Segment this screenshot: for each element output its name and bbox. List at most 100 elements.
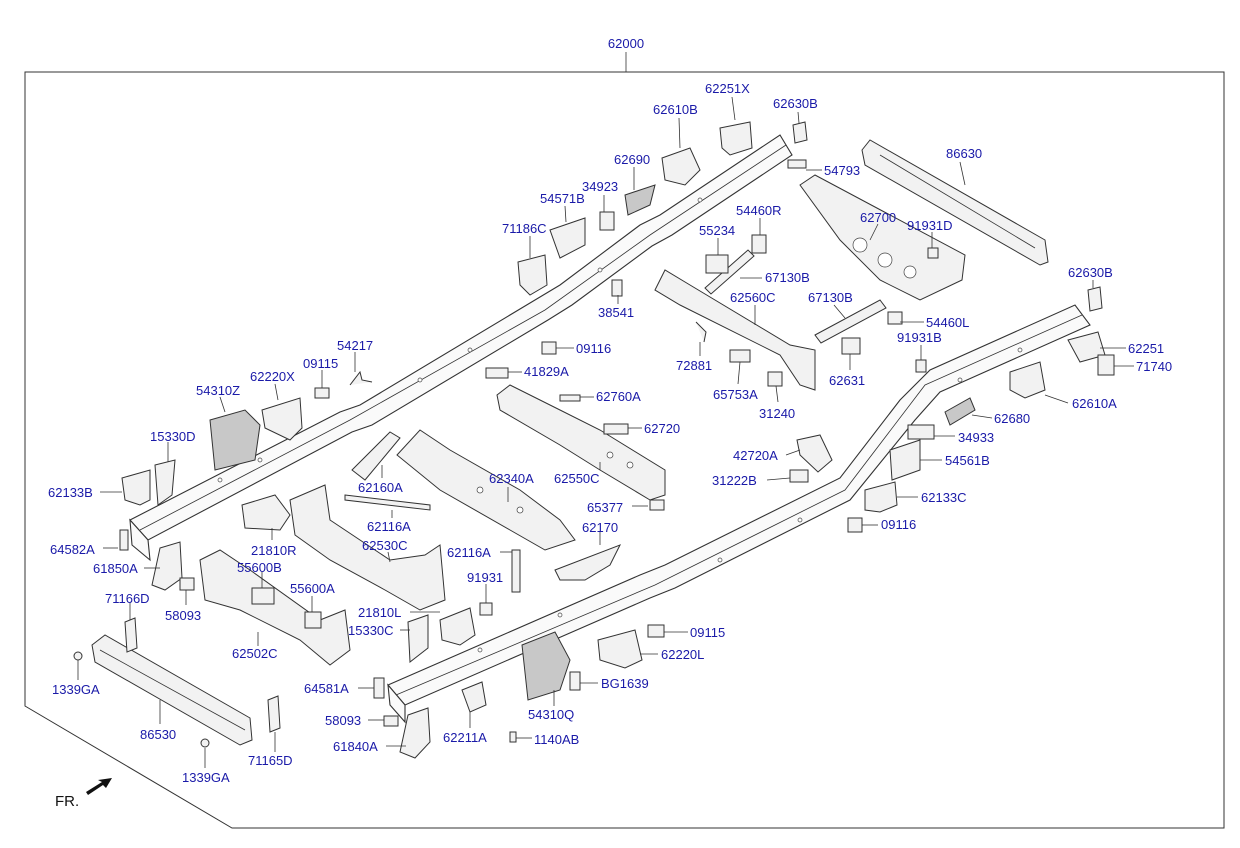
assembly-label[interactable]: 62000 <box>608 36 644 51</box>
part-label-72881[interactable]: 72881 <box>676 358 712 373</box>
part-label-91931[interactable]: 91931 <box>467 570 503 585</box>
part-label-54217[interactable]: 54217 <box>337 338 373 353</box>
crossmember-62530C <box>289 484 446 611</box>
part-label-55234[interactable]: 55234 <box>699 223 735 238</box>
bracket-42720A <box>796 434 833 473</box>
part-label-21810R[interactable]: 21810R <box>251 543 297 558</box>
bracket-62170 <box>554 544 622 581</box>
part-label-34933[interactable]: 34933 <box>958 430 994 445</box>
part-label-55600B[interactable]: 55600B <box>237 560 282 575</box>
part-label-62251[interactable]: 62251 <box>1128 341 1164 356</box>
part-label-86530[interactable]: 86530 <box>140 727 176 742</box>
part-label-58093[interactable]: 58093 <box>165 608 201 623</box>
crossmember-62700 <box>799 174 966 301</box>
part-label-41829A[interactable]: 41829A <box>524 364 569 379</box>
part-label-62116A-b[interactable]: 62116A <box>447 545 491 560</box>
front-arrow-icon <box>86 778 112 795</box>
part-label-62170[interactable]: 62170 <box>582 520 618 535</box>
part-label-55600A[interactable]: 55600A <box>290 581 335 596</box>
part-label-54310Z[interactable]: 54310Z <box>196 383 240 398</box>
part-label-61850A[interactable]: 61850A <box>93 561 138 576</box>
part-label-54460R[interactable]: 54460R <box>736 203 782 218</box>
part-label-62133C[interactable]: 62133C <box>921 490 967 505</box>
part-label-62560C[interactable]: 62560C <box>730 290 776 305</box>
part-label-71186C[interactable]: 71186C <box>502 221 547 236</box>
part-label-67130B-b[interactable]: 67130B <box>808 290 853 305</box>
crossmember-62550C <box>496 384 666 501</box>
tube-67130B-a <box>704 249 755 295</box>
part-label-31222B[interactable]: 31222B <box>712 473 757 488</box>
diagram-border <box>24 71 1225 829</box>
part-label-64582A[interactable]: 64582A <box>50 542 95 557</box>
part-label-62530C[interactable]: 62530C <box>362 538 408 553</box>
part-label-54793[interactable]: 54793 <box>824 163 860 178</box>
part-label-62220L[interactable]: 62220L <box>661 647 704 662</box>
part-label-09115-bottom[interactable]: 09115 <box>690 625 725 640</box>
bracket-15330C <box>407 614 429 663</box>
bumper-86530 <box>91 634 253 746</box>
part-label-21810L[interactable]: 21810L <box>358 605 401 620</box>
part-label-91931B[interactable]: 91931B <box>897 330 942 345</box>
part-label-62690[interactable]: 62690 <box>614 152 650 167</box>
part-label-91931D[interactable]: 91931D <box>907 218 953 233</box>
part-label-62133B[interactable]: 62133B <box>48 485 93 500</box>
part-label-09116[interactable]: 09116 <box>576 341 611 356</box>
bracket-62610A <box>1009 361 1046 399</box>
part-label-1140AB[interactable]: 1140AB <box>534 732 579 747</box>
part-label-62550C[interactable]: 62550C <box>554 471 600 486</box>
part-label-09115[interactable]: 09115 <box>303 356 338 371</box>
bracket-71165D <box>267 695 281 733</box>
part-label-54561B[interactable]: 54561B <box>945 453 990 468</box>
part-label-54571B[interactable]: 54571B <box>540 191 585 206</box>
small-parts <box>73 159 1115 748</box>
part-label-1339GA[interactable]: 1339GA <box>52 682 100 697</box>
part-label-62251X[interactable]: 62251X <box>705 81 750 96</box>
part-label-62680[interactable]: 62680 <box>994 411 1030 426</box>
part-label-42720A[interactable]: 42720A <box>733 448 778 463</box>
part-label-64581A[interactable]: 64581A <box>304 681 349 696</box>
part-label-62720[interactable]: 62720 <box>644 421 680 436</box>
part-label-1339GA-b[interactable]: 1339GA <box>182 770 230 785</box>
part-label-65377[interactable]: 65377 <box>587 500 623 515</box>
part-label-BG1639[interactable]: BG1639 <box>601 676 649 691</box>
part-label-71166D[interactable]: 71166D <box>105 591 150 606</box>
part-label-71165D[interactable]: 71165D <box>248 753 293 768</box>
part-label-62760A[interactable]: 62760A <box>596 389 641 404</box>
part-label-34923[interactable]: 34923 <box>582 179 618 194</box>
part-label-62340A[interactable]: 62340A <box>489 471 534 486</box>
part-label-15330C[interactable]: 15330C <box>348 623 394 638</box>
bracket-62680 <box>944 397 976 426</box>
part-label-31240[interactable]: 31240 <box>759 406 795 421</box>
part-label-62630B[interactable]: 62630B <box>773 96 818 111</box>
left-frame-rail <box>129 134 793 562</box>
part-label-62630B-right[interactable]: 62630B <box>1068 265 1113 280</box>
part-label-38541[interactable]: 38541 <box>598 305 634 320</box>
part-label-62502C[interactable]: 62502C <box>232 646 278 661</box>
part-label-62610A[interactable]: 62610A <box>1072 396 1117 411</box>
part-label-86630[interactable]: 86630 <box>946 146 982 161</box>
part-label-71740[interactable]: 71740 <box>1136 359 1172 374</box>
part-label-62700[interactable]: 62700 <box>860 210 896 225</box>
part-label-54460L[interactable]: 54460L <box>926 315 969 330</box>
part-label-09116-right[interactable]: 09116 <box>881 517 916 532</box>
part-label-62631[interactable]: 62631 <box>829 373 865 388</box>
part-label-62116A[interactable]: 62116A <box>367 519 411 534</box>
part-label-58093-b[interactable]: 58093 <box>325 713 361 728</box>
part-label-15330D[interactable]: 15330D <box>150 429 196 444</box>
rear-crossmember-86630 <box>861 139 1049 266</box>
part-label-61840A[interactable]: 61840A <box>333 739 378 754</box>
part-label-65753A[interactable]: 65753A <box>713 387 758 402</box>
bracket-62220X <box>261 397 303 441</box>
bracket-62211A <box>461 681 487 713</box>
part-label-62220X[interactable]: 62220X <box>250 369 295 384</box>
part-label-54310Q[interactable]: 54310Q <box>528 707 574 722</box>
mount-54310Z <box>209 409 261 471</box>
part-label-62211A[interactable]: 62211A <box>443 730 487 745</box>
bracket-71166D <box>124 617 138 653</box>
bracket-62630B-right <box>1087 286 1103 312</box>
bracket-62160A <box>351 431 401 481</box>
part-label-67130B[interactable]: 67130B <box>765 270 810 285</box>
part-label-62610B[interactable]: 62610B <box>653 102 698 117</box>
part-label-62160A[interactable]: 62160A <box>358 480 403 495</box>
